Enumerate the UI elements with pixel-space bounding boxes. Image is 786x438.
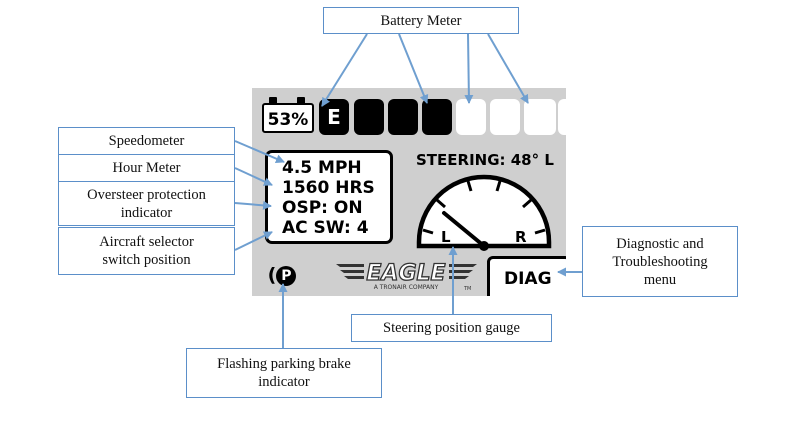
callout-speedometer: Speedometer bbox=[58, 127, 235, 155]
callout-aircraft-selector-line1: Aircraft selector bbox=[99, 234, 194, 250]
logo-wing-right-1 bbox=[449, 264, 477, 267]
steering-readout: STEERING: 48° L bbox=[416, 151, 554, 169]
gauge-tick bbox=[522, 198, 532, 209]
battery-segment-full bbox=[422, 99, 452, 135]
battery-segment-full bbox=[354, 99, 384, 135]
parking-brake-symbol: P bbox=[276, 265, 297, 286]
logo-wordmark: EAGLE bbox=[366, 261, 445, 286]
battery-segment-empty bbox=[456, 99, 486, 135]
ac-switch-readout: AC SW: 4 bbox=[282, 218, 369, 238]
gauge-left-label: L bbox=[441, 228, 451, 246]
callout-parking-brake: Flashing parking brake indicator bbox=[186, 348, 382, 398]
gauge-tick bbox=[422, 228, 434, 235]
logo-wing-left-1 bbox=[336, 264, 364, 267]
display-screen: 53% E F 4.5 MPH 1560 HRS OSP: ON AC SW: … bbox=[252, 88, 566, 296]
callout-steering-gauge-text: Steering position gauge bbox=[383, 320, 520, 336]
callout-diagnostic-line2: Troubleshooting bbox=[612, 253, 708, 270]
callout-oversteer-line1: Oversteer protection bbox=[87, 186, 206, 203]
hour-readout: 1560 HRS bbox=[282, 178, 375, 198]
callout-hour-meter: Hour Meter bbox=[58, 154, 235, 182]
logo-wing-left-3 bbox=[344, 276, 364, 279]
callout-battery-meter-text: Battery Meter bbox=[380, 12, 462, 29]
battery-percent: 53% bbox=[262, 103, 314, 133]
callout-speedometer-text: Speedometer bbox=[108, 133, 185, 149]
gauge-tick bbox=[436, 198, 446, 209]
callout-battery-meter: Battery Meter bbox=[323, 7, 519, 34]
logo-trademark: TM bbox=[463, 286, 471, 292]
parking-brake-left-arc: ( bbox=[267, 264, 277, 286]
callout-oversteer-line2: indicator bbox=[120, 204, 173, 221]
battery-terminal-right bbox=[297, 97, 305, 103]
parking-brake-indicator: (P) bbox=[264, 260, 300, 296]
gauge-tick bbox=[466, 180, 473, 192]
callout-steering-gauge: Steering position gauge bbox=[351, 314, 552, 342]
callout-hour-meter-text: Hour Meter bbox=[112, 160, 181, 176]
battery-segment-full bbox=[388, 99, 418, 135]
callout-diagnostic: Diagnostic and Troubleshooting menu bbox=[582, 226, 738, 297]
callout-diagnostic-line3: menu bbox=[643, 271, 677, 288]
logo-wing-left-2 bbox=[340, 270, 364, 273]
speed-readout: 4.5 MPH bbox=[282, 158, 362, 178]
battery-empty-marker: E bbox=[319, 99, 349, 135]
eagle-logo: EAGLE A TRONAIR COMPANY TM bbox=[336, 260, 477, 292]
battery-segment-empty bbox=[490, 99, 520, 135]
logo-wing-right-2 bbox=[449, 270, 473, 273]
logo-tagline: A TRONAIR COMPANY bbox=[374, 284, 439, 291]
logo-wing-right-3 bbox=[449, 276, 469, 279]
parking-brake-right-arc: ) bbox=[278, 294, 287, 296]
osp-readout: OSP: ON bbox=[282, 198, 363, 218]
gauge-right-label: R bbox=[515, 228, 527, 246]
steering-gauge: L R bbox=[416, 174, 552, 251]
callout-diagnostic-line1: Diagnostic and bbox=[616, 235, 704, 252]
gauge-tick bbox=[495, 180, 502, 192]
gauge-hub bbox=[479, 241, 489, 251]
battery-terminal-left bbox=[269, 97, 277, 103]
callout-parking-brake-line1: Flashing parking brake bbox=[217, 356, 351, 372]
callout-oversteer: Oversteer protection indicator bbox=[58, 181, 235, 226]
battery-segment-empty bbox=[558, 99, 566, 135]
gauge-tick bbox=[534, 228, 546, 235]
gauge-dial bbox=[416, 174, 552, 249]
gauge-needle bbox=[442, 211, 486, 248]
callout-aircraft-selector-line2: switch position bbox=[102, 252, 191, 268]
info-panel: 4.5 MPH 1560 HRS OSP: ON AC SW: 4 bbox=[265, 150, 393, 244]
battery-segment-empty bbox=[524, 99, 554, 135]
callout-aircraft-selector: Aircraft selector switch position bbox=[58, 227, 235, 275]
diag-button[interactable]: DIAG bbox=[487, 256, 566, 296]
callout-parking-brake-line2: indicator bbox=[258, 374, 310, 390]
